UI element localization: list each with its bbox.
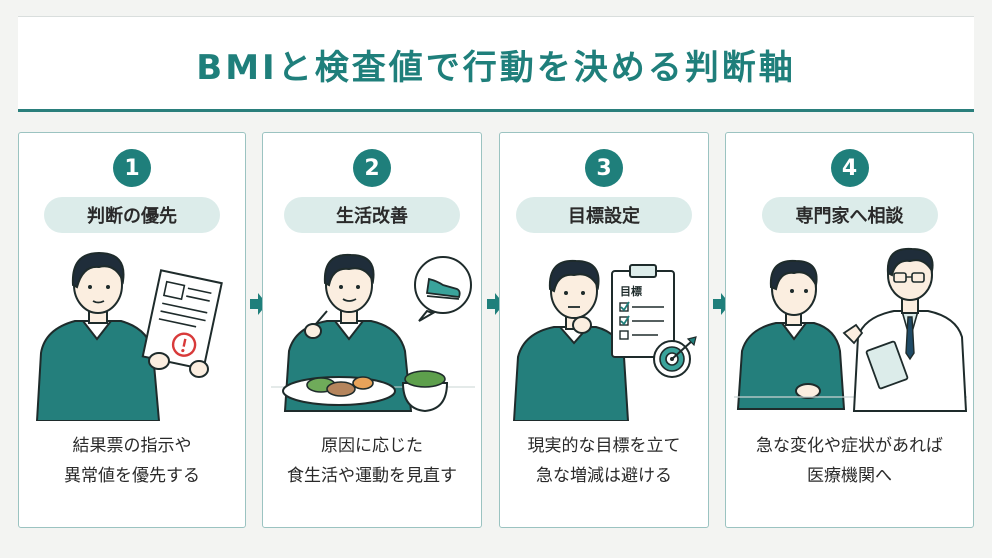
step-desc-4-line2: 医療機関へ [807, 466, 892, 486]
step-desc-4-line1: 急な変化や症状があれば [756, 436, 943, 456]
clipboard-target-icon: 目標 [611, 264, 697, 378]
person-eating-illustration [271, 253, 475, 413]
step-desc-4: 急な変化や症状があれば 医療機関へ [734, 431, 965, 491]
step-number-3: 3 [585, 149, 623, 187]
person-thinking-illustration: 目標 [512, 259, 697, 421]
step-number-4: 4 [830, 149, 869, 187]
step-card-3: 3 目標設定 目標 [499, 132, 709, 528]
step-desc-3-line2: 急な増減は避ける [536, 466, 672, 486]
step-desc-1: 結果票の指示や 異常値を優先する [27, 431, 237, 491]
doctor-consult-illustration [734, 247, 967, 412]
step-desc-2-line1: 原因に応じた [321, 436, 423, 456]
step-label-4: 専門家へ相談 [761, 197, 938, 233]
clipboard-title: 目標 [620, 284, 642, 298]
step-desc-2-line2: 食生活や運動を見直す [287, 466, 457, 486]
step-label-2: 生活改善 [284, 197, 460, 233]
arrow-right-icon [487, 293, 504, 315]
step-desc-3-line1: 現実的な目標を立て [527, 436, 681, 456]
step-label-3: 目標設定 [516, 197, 692, 233]
page-title: BMIと検査値で行動を決める判断軸 [196, 48, 796, 88]
step-label-1: 判断の優先 [44, 197, 220, 233]
title-top-rule [18, 16, 974, 17]
doctor-consult-icon [842, 247, 967, 412]
title-band: BMIと検査値で行動を決める判断軸 [18, 16, 974, 112]
step-card-1: 1 判断の優先 結果票の指示や [18, 132, 246, 528]
arrow-right-icon [713, 293, 730, 315]
step-number-1: 1 [113, 149, 151, 187]
sneaker-icon [414, 256, 472, 322]
person-holding-report-illustration [35, 251, 223, 421]
step-desc-1-line1: 結果票の指示や [72, 436, 192, 456]
step-desc-2: 原因に応じた 食生活や運動を見直す [271, 431, 473, 491]
report-sheet-icon [141, 269, 223, 371]
step-desc-3: 現実的な目標を立て 急な増減は避ける [508, 431, 700, 491]
arrow-right-icon [250, 293, 267, 315]
step-card-2: 2 生活改善 原因に応じた 食生活や運動を見直す [262, 132, 482, 528]
step-card-4: 4 専門家へ相談 急な変化や症状があれば 医療機関 [725, 132, 974, 528]
step-number-2: 2 [353, 149, 391, 187]
step-desc-1-line2: 異常値を優先する [64, 466, 200, 486]
